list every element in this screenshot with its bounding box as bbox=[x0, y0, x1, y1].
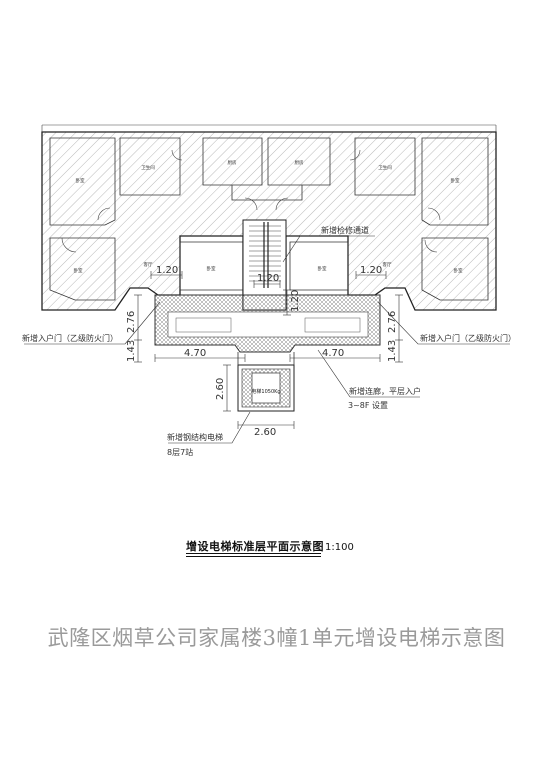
dim-right-door-width: 1.20 bbox=[360, 265, 382, 276]
room-label-bedroom: 卧室 bbox=[318, 265, 327, 272]
leader-lines bbox=[24, 235, 510, 444]
dim-elevator-width: 2.60 bbox=[254, 427, 276, 438]
dim-right-corridor-depth: 1.43 bbox=[387, 340, 398, 362]
room-label-bathroom: 卫生间 bbox=[378, 164, 392, 171]
dim-elevator-depth: 2.60 bbox=[215, 378, 226, 400]
label-new-entrance-right: 新增入户门（乙级防火门） bbox=[420, 333, 516, 343]
label-new-corridor-2: 3~8F 设置 bbox=[348, 400, 388, 410]
room-label-kitchen: 厨房 bbox=[228, 159, 237, 166]
plan-caption-title: 增设电梯标准层平面示意图 bbox=[186, 540, 324, 553]
dim-right-corridor-length: 4.70 bbox=[322, 348, 344, 359]
elevator-capacity-label: 电梯1050Kg bbox=[251, 388, 280, 395]
dimension-lines bbox=[134, 271, 403, 429]
label-new-corridor-1: 新增连廊，平层入户 bbox=[349, 386, 421, 396]
caption-underline bbox=[186, 553, 321, 554]
dim-left-depth: 2.76 bbox=[126, 311, 137, 333]
plan-caption-scale: 1:100 bbox=[325, 542, 354, 553]
room-outlines bbox=[49, 137, 489, 301]
dim-left-corridor-length: 4.70 bbox=[184, 348, 206, 359]
room-label-bedroom: 卧室 bbox=[74, 267, 83, 274]
dimension-labels: 1.20 1.20 1.20 1.20 2.76 1.43 2.76 1.43 … bbox=[126, 265, 398, 438]
label-new-stair-passage: 新增检修通道 bbox=[321, 225, 369, 235]
elevator-shaft bbox=[237, 352, 295, 412]
room-label-living: 客厅 bbox=[144, 261, 153, 268]
label-new-elevator-2: 8层7站 bbox=[167, 447, 193, 457]
annotation-labels: 新增入户门（乙级防火门） 新增入户门（乙级防火门） 新增检修通道 新增连廊，平层… bbox=[22, 225, 516, 457]
room-label-bedroom: 卧室 bbox=[76, 177, 85, 184]
dim-left-door-width: 1.20 bbox=[156, 265, 178, 276]
room-labels: 卧室 卫生间 厨房 厨房 卫生间 卧室 卧室 客厅 卧室 卧室 客厅 卧室 bbox=[74, 159, 463, 274]
room-label-bedroom: 卧室 bbox=[451, 177, 460, 184]
dim-left-corridor-depth: 1.43 bbox=[126, 340, 137, 362]
dim-stair-width: 1.20 bbox=[257, 273, 279, 284]
room-label-bedroom: 卧室 bbox=[454, 267, 463, 274]
elevator-label: 电梯1050Kg bbox=[251, 388, 280, 395]
label-new-elevator-1: 新增钢结构电梯 bbox=[167, 432, 223, 442]
new-corridor bbox=[154, 294, 381, 353]
door-swings bbox=[61, 149, 441, 253]
label-new-entrance-left: 新增入户门（乙级防火门） bbox=[22, 333, 118, 343]
dim-stair-offset: 1.20 bbox=[290, 290, 301, 312]
drawing-title: 武隆区烟草公司家属楼3幢1单元增设电梯示意图 bbox=[47, 626, 506, 650]
room-label-kitchen: 厨房 bbox=[295, 159, 304, 166]
room-label-living: 客厅 bbox=[383, 261, 392, 268]
caption-underline-thin bbox=[186, 556, 321, 557]
room-label-bathroom: 卫生间 bbox=[141, 164, 155, 171]
room-label-bedroom: 卧室 bbox=[207, 265, 216, 272]
dim-right-depth: 2.76 bbox=[387, 311, 398, 333]
